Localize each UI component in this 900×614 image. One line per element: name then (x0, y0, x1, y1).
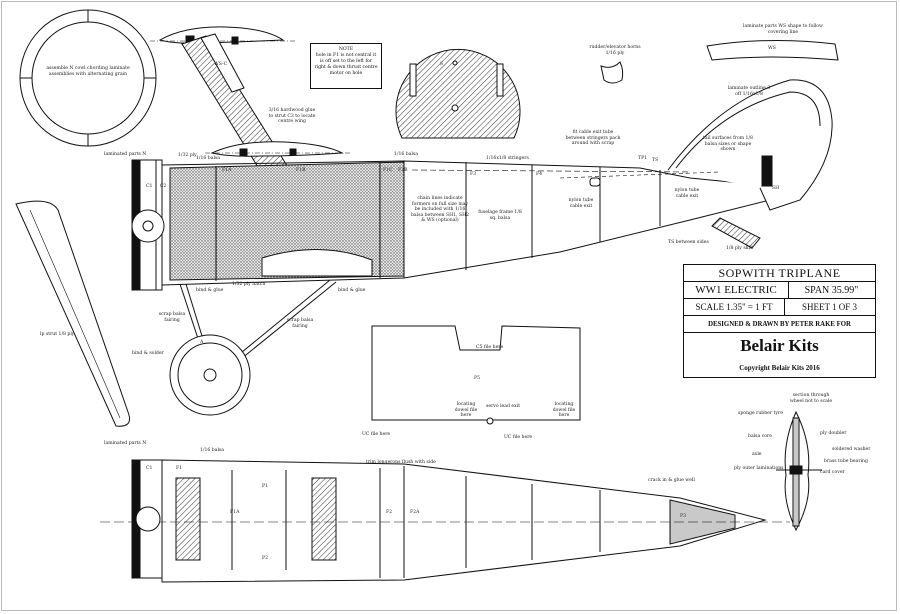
label-balsa-mid: 1/16 balsa (394, 152, 419, 157)
code-ws: WS (768, 46, 776, 51)
lp-strut-inner (29, 209, 121, 419)
code-f2b: F2B (398, 168, 408, 173)
note-box: NOTE hole in F1 is not central it is off… (310, 43, 382, 89)
label-c5-file: C5 file here (476, 345, 504, 350)
label-uc-file-l: UC file here (362, 432, 391, 437)
label-wheel-section: section through wheel not to scale (789, 393, 833, 404)
code-p1: P1 (262, 484, 269, 489)
label-ply-outer: ply outer laminations (734, 466, 784, 471)
label-chain-lines: chain lines indicate formers on full siz… (410, 196, 470, 224)
label-ply-hatch: 1/32 ply hatch (232, 282, 266, 287)
label-strut-ply: lp strut 1/8 ply (40, 332, 75, 337)
code-f1a-plan: F1A (230, 510, 240, 515)
label-fit-cable: fit cable exit tube between stringers pa… (565, 130, 621, 147)
code-p2: P2 (262, 556, 269, 561)
tb-type: WW1 ELECTRIC (684, 282, 788, 299)
servo-lead-hole (486, 417, 494, 425)
wing-section-mid (205, 141, 350, 157)
code-ts: TS (652, 158, 659, 163)
wheel-section (776, 410, 822, 532)
code-c1b: C1 (146, 466, 153, 471)
label-ts-sides: TS between sides (668, 240, 709, 245)
label-rudder-horns: rudder/elevator horns 1/16 ply (589, 45, 641, 56)
label-stringers: 1/16x1/8 stringers (486, 156, 529, 161)
note-body: hole in F1 is not central it is off set … (314, 53, 378, 76)
airfoil-section (150, 26, 296, 45)
label-sponge-tyre: sponge rubber tyre (738, 411, 783, 416)
label-uc-file-r: UC file here (504, 435, 533, 440)
ws-laminate (706, 39, 839, 61)
label-fuselage-frame: fuselage frame 1/8 sq. balsa (478, 210, 522, 221)
label-card-cover: card cover (820, 470, 845, 475)
label-scrap-fairing-l: scrap balsa fairing (158, 312, 186, 323)
rudder-horn (600, 61, 624, 84)
tb-sheet: SHEET 1 OF 3 (784, 299, 875, 316)
tb-copyright: Copyright Belair Kits 2016 (739, 364, 820, 372)
undercarriage (169, 279, 337, 416)
label-nylon-cable-exit: nylon tube cable exit (568, 198, 594, 209)
title-block: SOPWITH TRIPLANE WW1 ELECTRIC SPAN 35.99… (683, 264, 876, 378)
code-n: N (135, 222, 140, 227)
label-bind-solder: bind & solder (132, 351, 164, 356)
label-bind-glue-l: bind & glue (196, 288, 224, 293)
label-crack-glue: crack in & glue well (648, 478, 695, 483)
code-f4: F4 (536, 172, 543, 177)
fuselage-side (131, 79, 833, 291)
tb-scale: SCALE 1.35" = 1 FT (684, 299, 784, 316)
code-c2: C2 (160, 184, 167, 189)
lp-strut-part (15, 200, 130, 427)
code-ws-c: WS-C (214, 62, 228, 67)
code-f1: F1 (176, 466, 183, 471)
code-p3: P3 (680, 514, 687, 519)
hatch-panel-p5 (371, 325, 581, 421)
code-f2a: F2A (410, 510, 420, 515)
label-brass-bearing: brass tube bearing (824, 459, 868, 464)
label-locating-dowel-r: locating dowel file here (552, 402, 576, 419)
label-p5: P5 (474, 376, 481, 381)
tb-span: SPAN 35.99" (788, 282, 875, 299)
code-a: A (200, 340, 204, 345)
note-heading: NOTE (338, 47, 354, 52)
code-sh: SH (772, 186, 780, 191)
label-tail-surfaces: tail surfaces from 1/8 balsa sizes or sh… (703, 136, 753, 153)
code-tp1: TP1 (638, 156, 648, 161)
label-laminate-outline: laminate outline 3 off 1/16x1/8 (727, 86, 771, 97)
former-disc (395, 48, 521, 139)
tb-model: SOPWITH TRIPLANE (684, 265, 875, 282)
code-f3: F3 (470, 172, 477, 177)
label-servo-lead: servo lead exit (486, 404, 521, 409)
fuselage-plan (100, 459, 790, 583)
label-axle: axle (752, 452, 762, 457)
code-c1: C1 (146, 184, 153, 189)
code-f2: F2 (386, 510, 393, 515)
label-scrap-fairing-r: scrap balsa fairing (286, 318, 314, 329)
label-ply-1-32: 1/32 ply (178, 153, 197, 158)
cowl-ring-part (19, 9, 157, 147)
tb-designer: DESIGNED & DRAWN BY PETER RAKE FOR (684, 316, 875, 333)
label-balsa-bottom: 1/16 balsa (200, 448, 225, 453)
label-laminated-n-top: laminated parts N (104, 152, 147, 157)
label-nylon-cable-exit-2: nylon tube cable exit (674, 188, 700, 199)
label-ply-doubler: ply doubler (820, 431, 847, 436)
label-laminate-ws: laminate parts WS shape to follow coveri… (743, 24, 823, 35)
label-locating-dowel-l: locating dowel file here (454, 402, 478, 419)
code-f1a: F1A (222, 168, 232, 173)
label-laminated-n-bottom: laminated parts N (104, 441, 147, 446)
label-strut-glue: 3/16 hardwood glue to strut C3 to locate… (268, 108, 316, 125)
code-s: S (440, 62, 444, 67)
label-balsa-core: balsa core (748, 434, 772, 439)
label-bind-glue-r: bind & glue (338, 288, 366, 293)
code-f1b: F1B (296, 168, 306, 173)
tb-brand: Belair Kits (740, 336, 819, 355)
label-ply-skid: 1/8 ply skid (726, 246, 753, 251)
code-f1c: F1C (383, 168, 393, 173)
label-soldered-washer: soldered washer (832, 447, 871, 452)
label-balsa-top: 1/16 balsa (196, 156, 221, 161)
label-trim-longerons: trim longerons flush with side (366, 460, 436, 465)
label-cowl-ring: assemble N cowl chording laminate assemb… (46, 66, 130, 77)
